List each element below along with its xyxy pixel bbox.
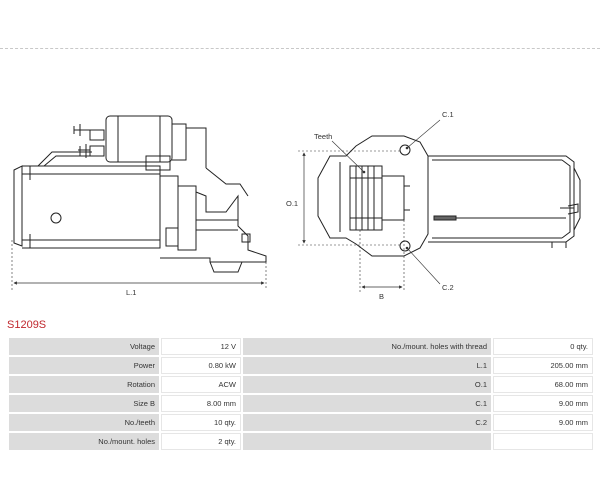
c1-label: C.1 [442, 110, 454, 119]
spec-value: 12 V [161, 338, 241, 355]
spec-label: L.1 [243, 357, 491, 374]
technical-drawing: L.1 O.1 [11, 110, 581, 301]
table-row: Size B 8.00 mm C.1 9.00 mm [9, 395, 593, 412]
spec-value-empty [493, 433, 593, 450]
c2-label: C.2 [442, 283, 454, 292]
o1-dimension [298, 150, 400, 246]
spec-value: 8.00 mm [161, 395, 241, 412]
teeth-leader [331, 140, 366, 174]
table-row: Rotation ACW O.1 68.00 mm [9, 376, 593, 393]
spec-value: 2 qty. [161, 433, 241, 450]
table-row: Power 0.80 kW L.1 205.00 mm [9, 357, 593, 374]
spec-label: Size B [9, 395, 159, 412]
spec-value: 0.80 kW [161, 357, 241, 374]
spec-label: C.2 [243, 414, 491, 431]
top-divider [0, 48, 600, 49]
b-label: B [379, 292, 384, 301]
starter-front-view [317, 135, 581, 257]
spec-label: No./mount. holes with thread [243, 338, 491, 355]
spec-value: 68.00 mm [493, 376, 593, 393]
spec-label: Voltage [9, 338, 159, 355]
spec-value: 9.00 mm [493, 395, 593, 412]
c1-leader [405, 119, 441, 150]
spec-value: 10 qty. [161, 414, 241, 431]
table-row: No./mount. holes 2 qty. [9, 433, 593, 450]
spec-label: No./teeth [9, 414, 159, 431]
spec-label: Rotation [9, 376, 159, 393]
b-dimension [359, 220, 405, 292]
starter-side-view [13, 115, 267, 273]
l1-label: L.1 [126, 288, 136, 297]
spec-label: O.1 [243, 376, 491, 393]
table-row: Voltage 12 V No./mount. holes with threa… [9, 338, 593, 355]
spec-label: C.1 [243, 395, 491, 412]
spec-label: No./mount. holes [9, 433, 159, 450]
specs-table: Voltage 12 V No./mount. holes with threa… [7, 336, 595, 452]
spec-label-empty [243, 433, 491, 450]
product-code: S1209S [7, 319, 47, 331]
c2-leader [405, 246, 441, 285]
l1-dimension [11, 240, 267, 290]
teeth-label: Teeth [314, 132, 332, 141]
spec-value: 0 qty. [493, 338, 593, 355]
spec-value: 9.00 mm [493, 414, 593, 431]
spec-value: ACW [161, 376, 241, 393]
spec-label: Power [9, 357, 159, 374]
spec-value: 205.00 mm [493, 357, 593, 374]
table-row: No./teeth 10 qty. C.2 9.00 mm [9, 414, 593, 431]
o1-label: O.1 [286, 199, 298, 208]
